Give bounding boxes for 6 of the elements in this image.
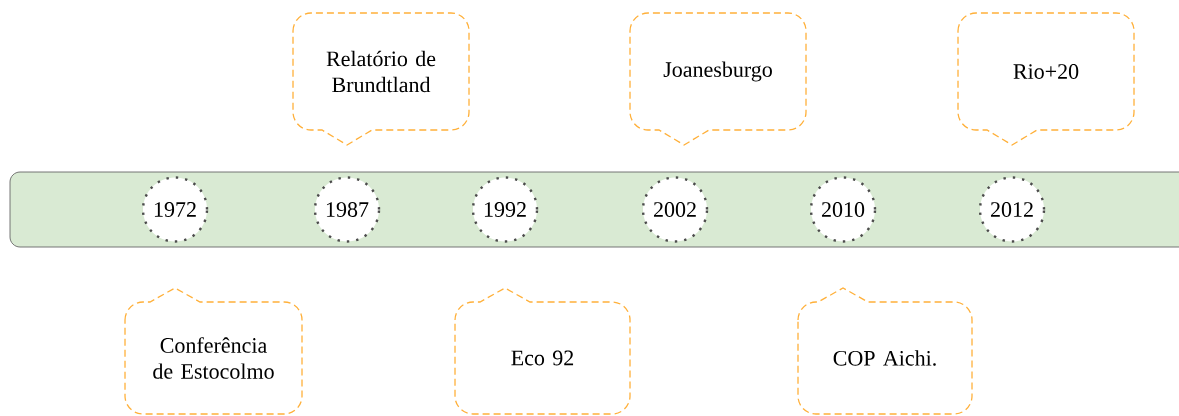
speech-bubble: Conferência de Estocolmo [124,287,303,415]
speech-bubble: Relatório de Brundtland [292,12,470,146]
speech-bubble: Rio+20 [957,12,1135,146]
speech-bubble: COP Aichi. [797,287,973,415]
speech-bubble: Joanesburgo [629,12,807,146]
speech-bubble: Eco 92 [454,287,631,415]
